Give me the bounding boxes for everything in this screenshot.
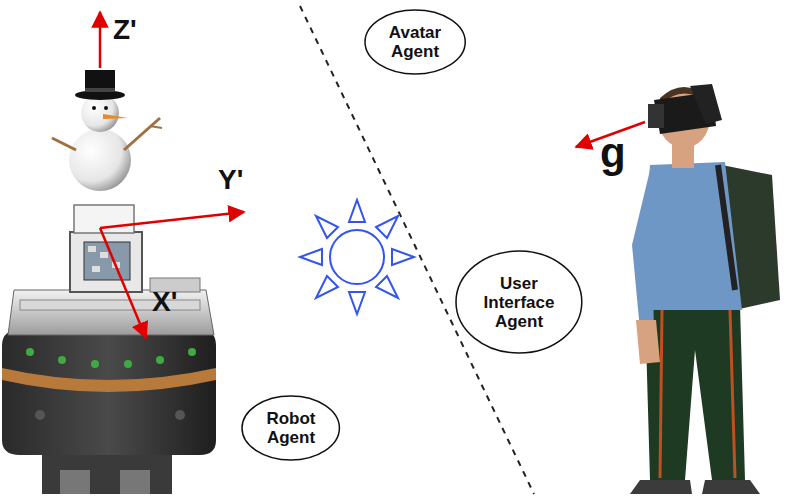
agent-name: User Interface Agent bbox=[478, 274, 560, 331]
axis-label: X' bbox=[152, 288, 177, 316]
user-figure bbox=[630, 84, 780, 494]
axis-label: Z' bbox=[113, 16, 137, 44]
agent-ellipse: Robot Agent bbox=[241, 395, 340, 461]
sun-symbol bbox=[300, 200, 414, 314]
agent-ellipse: Avatar Agent bbox=[364, 9, 466, 75]
axis-label: Y' bbox=[218, 166, 243, 194]
agent-name: Robot Agent bbox=[260, 409, 322, 447]
agent-ellipse: User Interface Agent bbox=[455, 250, 583, 354]
coordinate-axes bbox=[100, 12, 244, 338]
axis-label: g bbox=[600, 132, 626, 174]
agent-name: Avatar Agent bbox=[383, 23, 447, 61]
snowman-avatar bbox=[52, 70, 162, 191]
robot-figure bbox=[2, 205, 216, 494]
